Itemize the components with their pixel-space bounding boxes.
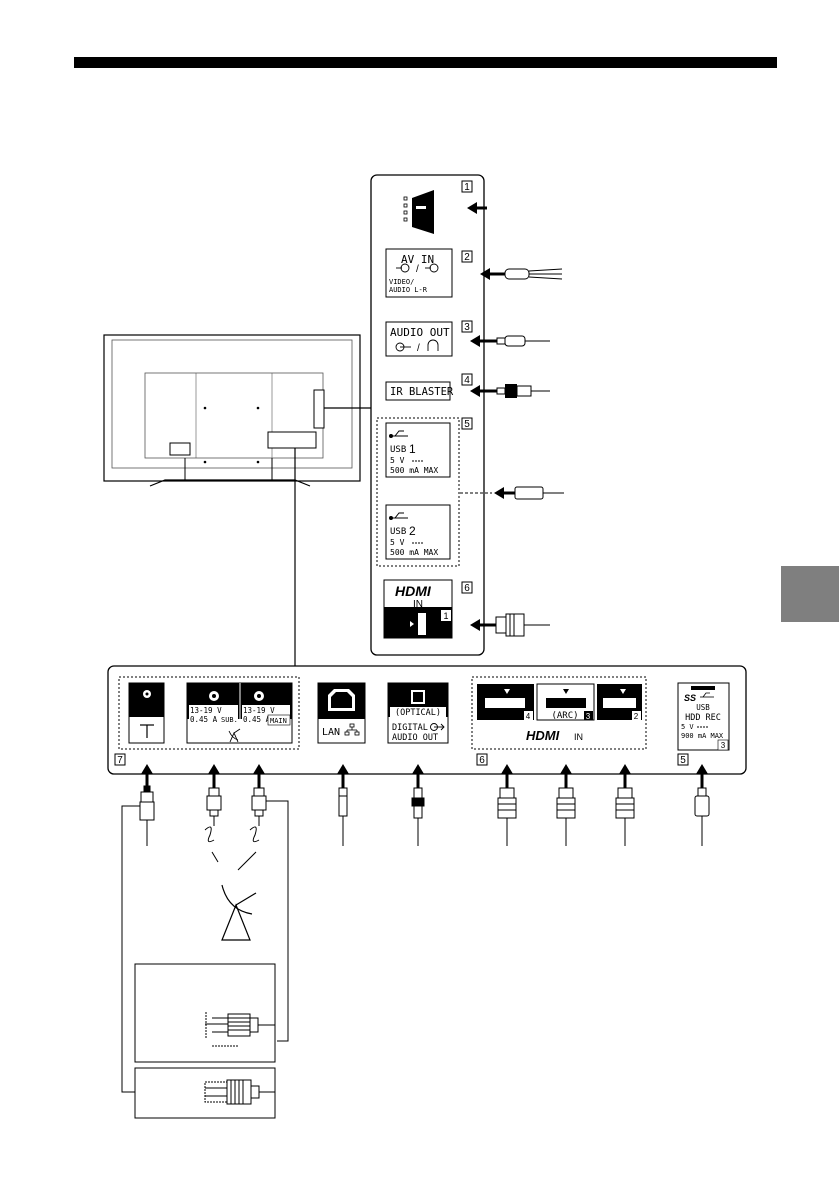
hdmi-terminal-3-arc[interactable]: (ARC) 3 <box>537 684 594 721</box>
hdmi-plug-icon <box>616 788 634 846</box>
port-num-3: 3 <box>464 322 470 333</box>
group-7-num: 7 <box>117 755 123 766</box>
hdmi-terminal-2[interactable]: 2 <box>597 684 642 721</box>
ir-blaster-label: IR BLASTER <box>390 386 454 398</box>
sat-sub-voltage: 13-19 V <box>190 706 222 715</box>
av-in-video-label: VIDEO/ <box>389 278 414 286</box>
antenna-plug-icon <box>140 786 154 846</box>
iec-connector-inset <box>135 1068 275 1118</box>
sat-main-amps: 0.45 A <box>243 715 271 724</box>
usb3-hdd-rec: HDD REC <box>685 713 721 723</box>
hdmi-in-label: IN <box>413 599 423 610</box>
usb1-voltage: 5 V <box>390 456 405 465</box>
usb2-num: 2 <box>409 524 416 538</box>
port-num-4: 4 <box>464 375 470 386</box>
antenna-terminal[interactable] <box>129 683 164 743</box>
hdmi4-num: 4 <box>526 712 531 721</box>
satellite-dish-illustration <box>222 885 256 940</box>
usb1-name: USB <box>390 445 406 455</box>
bottom-group-5: 5 <box>678 754 688 766</box>
lan-plug-icon <box>339 788 347 846</box>
hdmi-logo: HDMI <box>395 583 432 599</box>
f-connector-inset <box>135 964 275 1062</box>
usb1-max: 500 mA MAX <box>390 466 438 475</box>
group-5-num: 5 <box>680 755 686 766</box>
usb-plug-icon <box>695 788 709 846</box>
usb3-port-num: 3 <box>721 741 726 750</box>
usb2-max: 500 mA MAX <box>390 548 438 557</box>
hdmi2-num: 2 <box>634 712 639 721</box>
lan-label: LAN <box>322 727 340 738</box>
usb3-ss-logo: SS <box>684 693 696 703</box>
hdmi-port-num: 1 <box>443 611 448 621</box>
usb3-max: 900 mA MAX <box>681 732 724 740</box>
satellite-terminals[interactable]: 13-19 V 0.45 A SUB. 13-19 V 0.45 A MAIN <box>187 683 292 743</box>
bottom-cables <box>140 764 709 870</box>
lan-terminal[interactable]: LAN <box>318 683 365 743</box>
header-rule <box>74 57 777 68</box>
av-in-audio-label: AUDIO L-R <box>389 286 428 294</box>
audio-out-label: AUDIO OUT <box>390 326 450 339</box>
hdmi-terminal-4[interactable]: 4 <box>477 684 534 721</box>
digital-label: DIGITAL <box>392 723 428 733</box>
sat-sub-amps: 0.45 A <box>190 715 218 724</box>
usb2-voltage: 5 V <box>390 538 405 547</box>
tv-rear-illustration <box>104 335 371 666</box>
group-6-num: 6 <box>479 755 485 766</box>
optical-plug-icon <box>412 788 424 846</box>
svg-text:/: / <box>416 264 419 275</box>
usb3-voltage: 5 V <box>681 723 694 731</box>
section-tab <box>781 566 839 622</box>
svg-text:/: / <box>417 343 420 354</box>
optical-terminal[interactable]: (OPTICAL) DIGITAL AUDIO OUT <box>388 683 448 743</box>
port-num-6: 6 <box>464 583 470 594</box>
sat-main-label: MAIN <box>270 717 287 725</box>
sat-sub-label: SUB. <box>221 716 238 724</box>
port-num-2: 2 <box>464 252 470 263</box>
hdmi-plug-icon <box>498 788 516 846</box>
usb-hdd-terminal[interactable]: SS USB HDD REC 5 V 900 mA MAX 3 <box>678 683 729 750</box>
hdmi-bottom-logo: HDMI <box>526 728 560 743</box>
usb2-name: USB <box>390 527 406 537</box>
usb1-num: 1 <box>409 442 416 456</box>
sat-main-voltage: 13-19 V <box>243 706 275 715</box>
optical-label: (OPTICAL) <box>395 708 441 718</box>
satellite-plug-icon <box>205 788 221 862</box>
usb3-name: USB <box>696 703 710 712</box>
hdmi-bottom-in: IN <box>574 732 583 742</box>
satellite-plug-icon <box>238 788 266 870</box>
audio-out-bottom-label: AUDIO OUT <box>392 733 438 743</box>
port-num-1: 1 <box>464 182 470 193</box>
port-num-5: 5 <box>464 419 470 430</box>
hdmi-plug-icon <box>557 788 575 846</box>
av-cable-icon <box>480 268 562 280</box>
arc-label: (ARC) <box>551 711 578 721</box>
hdmi3-num: 3 <box>586 712 591 721</box>
